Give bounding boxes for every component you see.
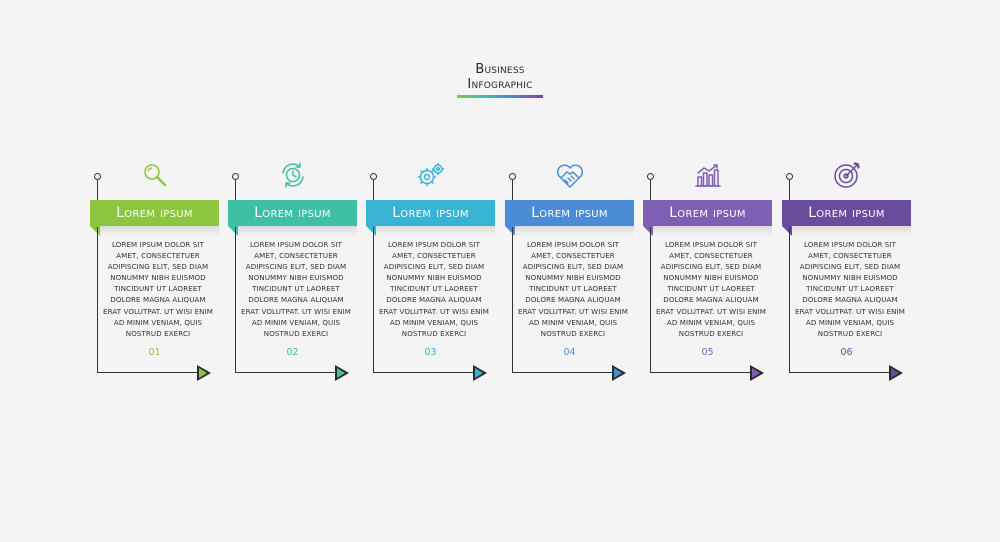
- step-dot: [786, 173, 793, 180]
- frame-line: [650, 372, 758, 374]
- frame-line: [373, 372, 481, 374]
- arrow-icon: [612, 365, 626, 381]
- magnifier-icon: [140, 160, 170, 190]
- frame-line: [789, 372, 897, 374]
- step-3: Lorem ipsum Lorem ipsum dolor sit amet, …: [366, 160, 506, 385]
- banner-fold: [643, 226, 653, 236]
- title-gradient-bar: [457, 95, 543, 98]
- frame-line: [789, 227, 791, 373]
- step-number: 06: [840, 347, 853, 358]
- step-dot: [370, 173, 377, 180]
- arrow-icon: [197, 365, 211, 381]
- step-1: Lorem ipsum Lorem ipsum dolor sit amet, …: [90, 160, 230, 385]
- step-text: Lorem ipsum dolor sit amet, consectetuer…: [240, 240, 351, 338]
- step-4: Lorem ipsum Lorem ipsum dolor sit amet, …: [505, 160, 645, 385]
- banner-fold: [90, 226, 100, 236]
- connector-line: [789, 180, 791, 200]
- step-title: Lorem ipsum: [90, 200, 219, 226]
- step-text: Lorem ipsum dolor sit amet, consectetuer…: [655, 240, 766, 338]
- frame-line: [512, 372, 620, 374]
- step-5: Lorem ipsum Lorem ipsum dolor sit amet, …: [643, 160, 783, 385]
- arrow-icon: [473, 365, 487, 381]
- step-title: Lorem ipsum: [643, 200, 772, 226]
- frame-line: [650, 227, 652, 373]
- connector-line: [650, 180, 652, 200]
- step-dot: [94, 173, 101, 180]
- step-text: Lorem ipsum dolor sit amet, consectetuer…: [102, 240, 213, 338]
- step-dot: [647, 173, 654, 180]
- title-line-1: Business: [475, 62, 525, 77]
- arrow-icon: [750, 365, 764, 381]
- step-title: Lorem ipsum: [505, 200, 634, 226]
- bar-chart-icon: [693, 160, 723, 190]
- banner-shadow: [238, 226, 357, 236]
- banner-shadow: [792, 226, 911, 236]
- infographic-header: Business Infographic: [400, 60, 600, 98]
- step-dot: [509, 173, 516, 180]
- banner-shadow: [515, 226, 634, 236]
- step-2: Lorem ipsum Lorem ipsum dolor sit amet, …: [228, 160, 368, 385]
- connector-line: [235, 180, 237, 200]
- banner-shadow: [100, 226, 219, 236]
- connector-line: [512, 180, 514, 200]
- target-icon: [832, 160, 862, 190]
- step-text: Lorem ipsum dolor sit amet, consectetuer…: [794, 240, 905, 338]
- step-title: Lorem ipsum: [366, 200, 495, 226]
- banner-fold: [228, 226, 238, 236]
- banner-shadow: [653, 226, 772, 236]
- step-text: Lorem ipsum dolor sit amet, consectetuer…: [378, 240, 489, 338]
- banner-fold: [505, 226, 515, 236]
- step-number: 01: [148, 347, 161, 358]
- step-number: 05: [701, 347, 714, 358]
- frame-line: [512, 227, 514, 373]
- banner-fold: [782, 226, 792, 236]
- frame-line: [235, 372, 343, 374]
- title-line-2: Infographic: [467, 77, 533, 92]
- step-title: Lorem ipsum: [782, 200, 911, 226]
- handshake-heart-icon: [555, 160, 585, 190]
- banner-shadow: [376, 226, 495, 236]
- step-title: Lorem ipsum: [228, 200, 357, 226]
- clock-refresh-icon: [278, 160, 308, 190]
- frame-line: [235, 227, 237, 373]
- arrow-icon: [335, 365, 349, 381]
- step-text: Lorem ipsum dolor sit amet, consectetuer…: [517, 240, 628, 338]
- frame-line: [97, 227, 99, 373]
- gears-icon: [416, 160, 446, 190]
- connector-line: [97, 180, 99, 200]
- step-dot: [232, 173, 239, 180]
- step-number: 02: [286, 347, 299, 358]
- step-number: 04: [563, 347, 576, 358]
- banner-fold: [366, 226, 376, 236]
- arrow-icon: [889, 365, 903, 381]
- step-6: Lorem ipsum Lorem ipsum dolor sit amet, …: [782, 160, 922, 385]
- frame-line: [97, 372, 205, 374]
- frame-line: [373, 227, 375, 373]
- step-number: 03: [424, 347, 437, 358]
- connector-line: [373, 180, 375, 200]
